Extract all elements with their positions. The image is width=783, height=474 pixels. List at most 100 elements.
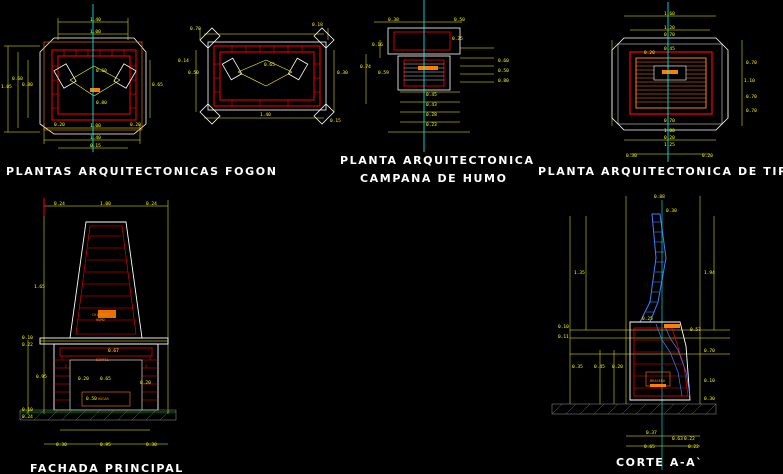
- svg-text:0.30: 0.30: [56, 442, 67, 448]
- svg-text:1.00: 1.00: [664, 128, 675, 134]
- svg-text:0.30: 0.30: [626, 153, 637, 159]
- corte-pipe-rungs: [646, 221, 664, 313]
- elevation-fachada: 0.24 1.00 0.24 1.65 0.10 0.22 0.95 0.67 …: [19, 198, 177, 448]
- svg-text:0.10: 0.10: [704, 378, 715, 384]
- fogon-a-walls: [51, 49, 137, 121]
- fogon-b-dim-labels: 0.70 0.18 0.14 0.50 1.40 0.30 0.15 0.65: [178, 22, 348, 124]
- svg-text:0.24: 0.24: [22, 414, 33, 420]
- svg-text:0.11: 0.11: [558, 334, 569, 340]
- svg-text:0.16: 0.16: [372, 42, 383, 48]
- fachada-note-dintel: DINTEL: [96, 358, 109, 362]
- svg-text:1.94: 1.94: [704, 270, 715, 276]
- plan-fogon-a: 1.40 1.00 0.80 0.60 0.60 0.80 1.00 1.40 …: [1, 4, 163, 152]
- fachada-grill: [81, 391, 131, 407]
- svg-text:1.65: 1.65: [34, 284, 45, 290]
- corte-ground-hatch: [551, 403, 717, 415]
- svg-text:0.24: 0.24: [54, 201, 65, 207]
- campana-label-box: [418, 66, 438, 70]
- svg-text:0.50: 0.50: [454, 17, 465, 23]
- svg-text:0.24: 0.24: [146, 201, 157, 207]
- svg-text:0.28: 0.28: [426, 112, 437, 118]
- svg-text:0.20: 0.20: [612, 364, 623, 370]
- svg-text:0.22: 0.22: [22, 342, 33, 348]
- svg-text:0.63: 0.63: [672, 436, 683, 442]
- svg-text:0.30: 0.30: [337, 70, 348, 76]
- svg-text:1.10: 1.10: [744, 78, 755, 84]
- svg-text:1.25: 1.25: [664, 142, 675, 148]
- svg-text:0.59: 0.59: [378, 70, 389, 76]
- fachada-note-hogar: HOGAR: [98, 397, 110, 401]
- corte-note-tiro: TIRO: [668, 324, 677, 328]
- svg-text:0.20: 0.20: [140, 380, 151, 386]
- svg-text:0.65: 0.65: [264, 62, 275, 68]
- title-tiro: PLANTA ARQUITECTONICA DE TIRO: [538, 165, 783, 178]
- svg-text:1.40: 1.40: [90, 17, 101, 23]
- svg-text:1.00: 1.00: [100, 201, 111, 207]
- svg-text:0.50: 0.50: [86, 396, 97, 402]
- svg-text:0.80: 0.80: [96, 100, 107, 106]
- tiro-wall: [629, 51, 713, 115]
- plan-tiro: 1.60 1.20 0.70 0.45 0.20 0.70 1.10 0.70 …: [611, 2, 757, 162]
- svg-text:0.74: 0.74: [360, 64, 371, 70]
- svg-text:0.67: 0.67: [108, 348, 119, 354]
- title-fachada: FACHADA PRINCIPAL: [30, 462, 184, 474]
- fogon-b-outline: [199, 27, 335, 125]
- svg-text:0.38: 0.38: [388, 17, 399, 23]
- svg-text:0.70: 0.70: [664, 118, 675, 124]
- corte-hearth-plate: [650, 384, 666, 387]
- title-corte: CORTE A-A`: [616, 456, 703, 469]
- svg-text:1.20: 1.20: [664, 25, 675, 31]
- svg-text:0.45: 0.45: [426, 92, 437, 98]
- svg-text:0.70: 0.70: [746, 108, 757, 114]
- svg-text:0.60: 0.60: [12, 76, 23, 82]
- svg-text:0.80: 0.80: [22, 82, 33, 88]
- fogon-a-burners: [53, 63, 137, 97]
- svg-text:0.43: 0.43: [426, 102, 437, 108]
- fachada-hood-inner: [75, 225, 137, 335]
- fogon-a-grill: [90, 88, 100, 92]
- fogon-b-brick-joints: [214, 46, 320, 106]
- svg-text:0.22: 0.22: [684, 436, 695, 442]
- svg-text:1.40: 1.40: [260, 112, 271, 118]
- svg-text:1.00: 1.00: [90, 29, 101, 35]
- tiro-outline: [611, 37, 729, 131]
- svg-text:0.35: 0.35: [572, 364, 583, 370]
- corte-flue-detail: [655, 323, 691, 397]
- svg-text:1.40: 1.40: [90, 135, 101, 141]
- svg-text:0.95: 0.95: [100, 442, 111, 448]
- svg-text:0.20: 0.20: [702, 153, 713, 159]
- fogon-a-brick-joints: [52, 50, 136, 109]
- fachada-dimension-lines: [27, 200, 169, 445]
- svg-text:0.65: 0.65: [644, 444, 655, 450]
- svg-text:0.15: 0.15: [90, 143, 101, 149]
- tiro-dim-labels: 1.60 1.20 0.70 0.45 0.20 0.70 1.10 0.70 …: [626, 11, 757, 159]
- title-fogon: PLANTAS ARQUITECTONICAS FOGON: [6, 165, 278, 178]
- svg-text:0.57: 0.57: [690, 327, 701, 333]
- svg-text:0.88: 0.88: [654, 194, 665, 200]
- svg-text:0.60: 0.60: [498, 58, 509, 64]
- fachada-lintel: [59, 347, 153, 357]
- svg-text:0.50: 0.50: [498, 68, 509, 74]
- svg-text:0.10: 0.10: [22, 335, 33, 341]
- svg-text:0.70: 0.70: [190, 26, 201, 32]
- corte-dintel: [664, 324, 680, 328]
- fachada-ground-hatch: [19, 409, 171, 421]
- svg-text:0.50: 0.50: [188, 70, 199, 76]
- svg-text:1.35: 1.35: [574, 270, 585, 276]
- corte-dimension-lines: [569, 196, 730, 447]
- svg-text:0.70: 0.70: [704, 348, 715, 354]
- svg-text:0.30: 0.30: [704, 396, 715, 402]
- svg-text:0.70: 0.70: [746, 94, 757, 100]
- fachada-note-humo: HUMO: [96, 318, 105, 322]
- svg-text:0.25: 0.25: [642, 316, 653, 322]
- corte-body: [629, 321, 691, 401]
- campana-top-inner: [393, 31, 451, 51]
- title-campana-line2: CAMPANA DE HUMO: [360, 172, 508, 185]
- svg-text:0.70: 0.70: [664, 32, 675, 38]
- svg-text:0.20: 0.20: [130, 122, 141, 128]
- svg-text:0.22: 0.22: [688, 444, 699, 450]
- svg-text:0.14: 0.14: [178, 58, 189, 64]
- corte-note-brasero: BRASERO: [650, 379, 665, 383]
- svg-text:0.80: 0.80: [498, 78, 509, 84]
